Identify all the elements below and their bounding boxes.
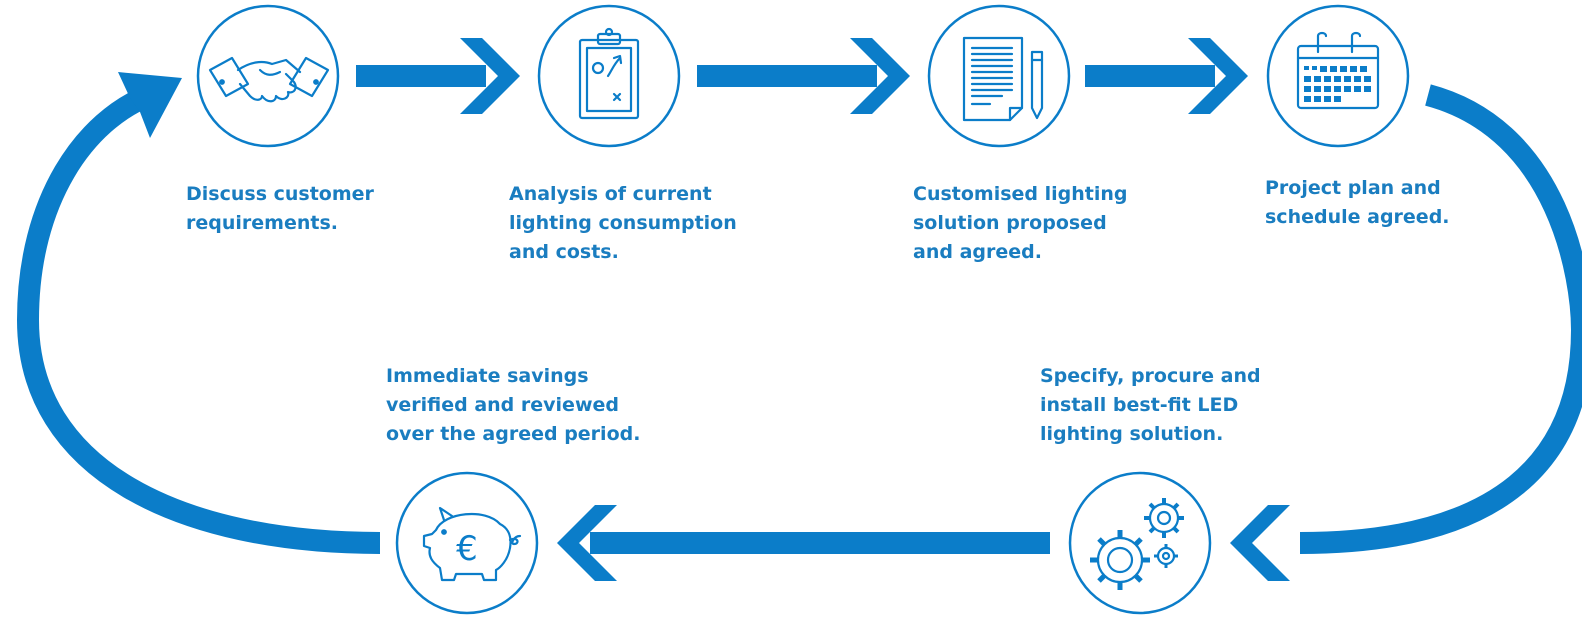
step3-circle: [927, 4, 1071, 148]
clipboard-strategy-icon: [578, 27, 640, 120]
arrow-step6-to-step1: [16, 72, 381, 554]
step4-label: Project plan and schedule agreed.: [1265, 177, 1450, 228]
arrow-step2-to-step3: [697, 38, 910, 114]
arrow-step4-to-step5: [1230, 84, 1582, 581]
piggy-bank-euro-icon: €: [422, 506, 522, 582]
arrow-step3-to-step4: [1085, 38, 1248, 114]
gears-icon: [1090, 498, 1184, 590]
calendar-icon: [1296, 31, 1380, 110]
arrow-step5-to-step6: [557, 505, 1050, 581]
step5-label: Specify, procure and install best-fit LE…: [1040, 365, 1261, 445]
step3-label: Customised lighting solution proposed an…: [913, 183, 1128, 263]
svg-text:€: €: [456, 529, 478, 569]
arrow-step1-to-step2: [356, 38, 520, 114]
handshake-icon: [208, 56, 330, 103]
step6-circle: [395, 471, 539, 615]
step6-label: Immediate savings verified and reviewed …: [386, 365, 641, 445]
step1-circle: [196, 4, 340, 148]
step2-label: Analysis of current lighting consumption…: [509, 183, 737, 263]
step1-label: Discuss customer requirements.: [186, 183, 374, 234]
document-pen-icon: [962, 36, 1044, 122]
